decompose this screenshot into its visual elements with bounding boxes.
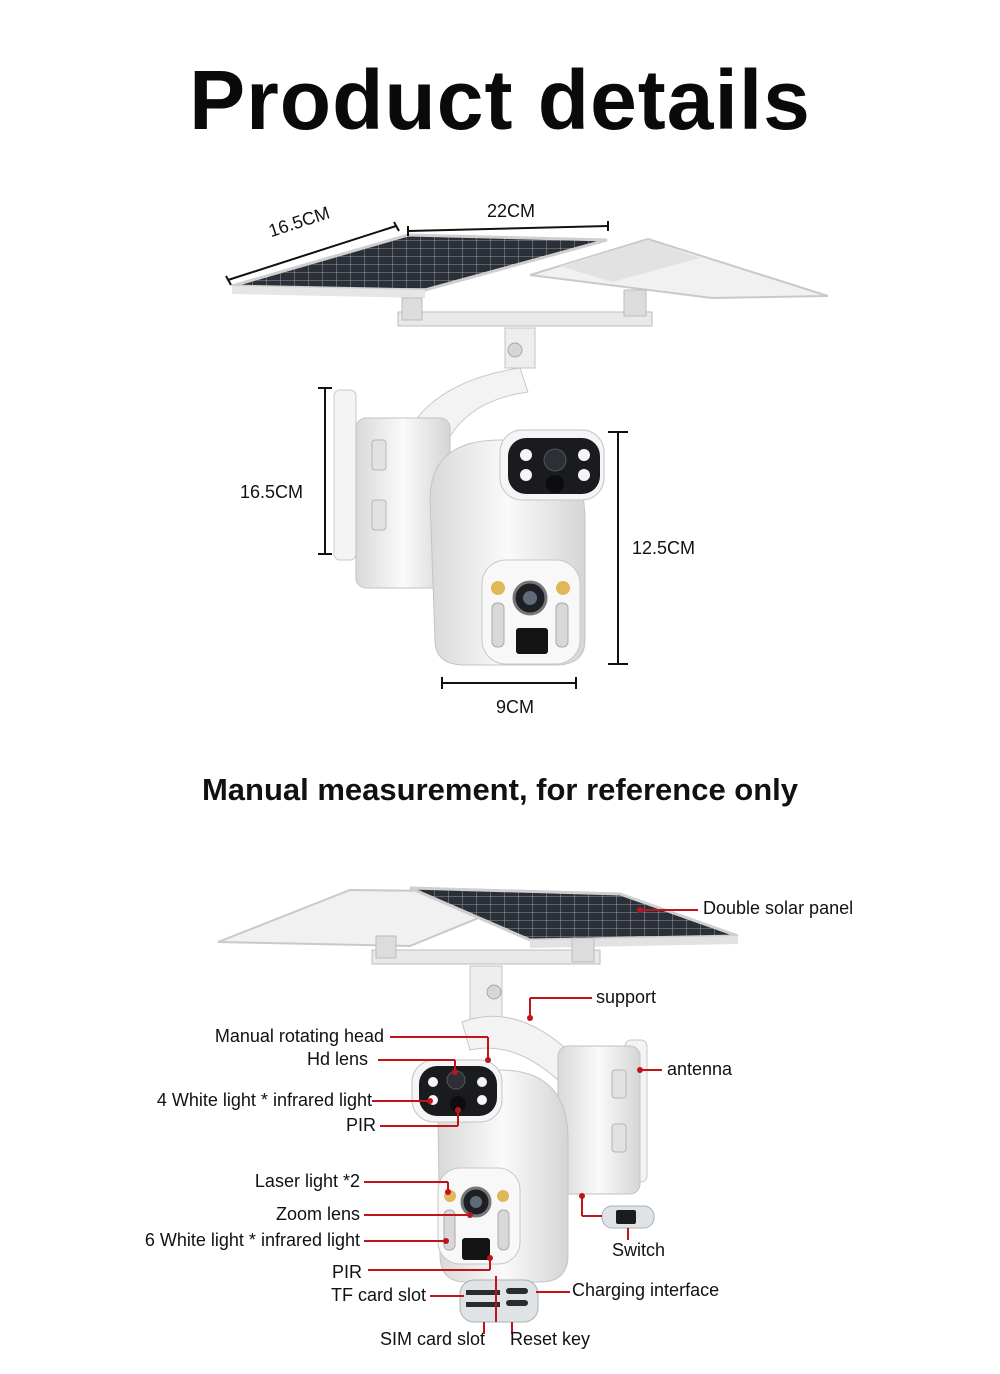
label-switch: Switch	[612, 1240, 666, 1260]
dimension-lines-top	[225, 221, 628, 689]
dimension-head-width: 9CM	[496, 697, 535, 717]
dimension-panel-width: 22CM	[487, 201, 536, 221]
label-pir-bottom: PIR	[331, 1262, 362, 1282]
callout-lines	[364, 909, 698, 1334]
label-charging-interface: Charging interface	[572, 1280, 720, 1300]
solar-panel-top	[231, 233, 829, 327]
callout-dots	[427, 907, 643, 1261]
label-laser-light: Laser light *2	[254, 1171, 360, 1191]
label-reset-key: Reset key	[510, 1329, 591, 1349]
label-4-white-light: 4 White light * infrared light	[156, 1090, 372, 1110]
label-zoom-lens: Zoom lens	[275, 1204, 360, 1224]
label-hd-lens: Hd lens	[306, 1049, 368, 1069]
label-tf-card-slot: TF card slot	[330, 1285, 426, 1305]
ports-detail	[459, 1279, 539, 1323]
label-manual-rotating-head: Manual rotating head	[214, 1026, 384, 1046]
dimension-illustration	[225, 221, 829, 689]
support-arm-bottom	[461, 965, 581, 1083]
label-sim-card-slot: SIM card slot	[380, 1329, 486, 1349]
measurement-note: Manual measurement, for reference only	[201, 772, 799, 807]
camera-body-bottom	[411, 1045, 641, 1283]
label-support: support	[596, 987, 657, 1007]
label-pir-top: PIR	[345, 1115, 376, 1135]
dimension-head-height: 12.5CM	[632, 538, 696, 558]
switch-detail	[601, 1205, 655, 1229]
label-6-white-light: 6 White light * infrared light	[144, 1230, 360, 1250]
label-double-solar-panel: Double solar panel	[703, 898, 854, 918]
label-antenna: antenna	[667, 1059, 733, 1079]
dimension-body-height: 16.5CM	[240, 482, 304, 502]
page-title: Product details	[189, 53, 811, 147]
camera-body-top	[355, 417, 605, 666]
solar-panel-bottom	[217, 886, 739, 965]
antenna-bottom	[611, 1039, 648, 1183]
